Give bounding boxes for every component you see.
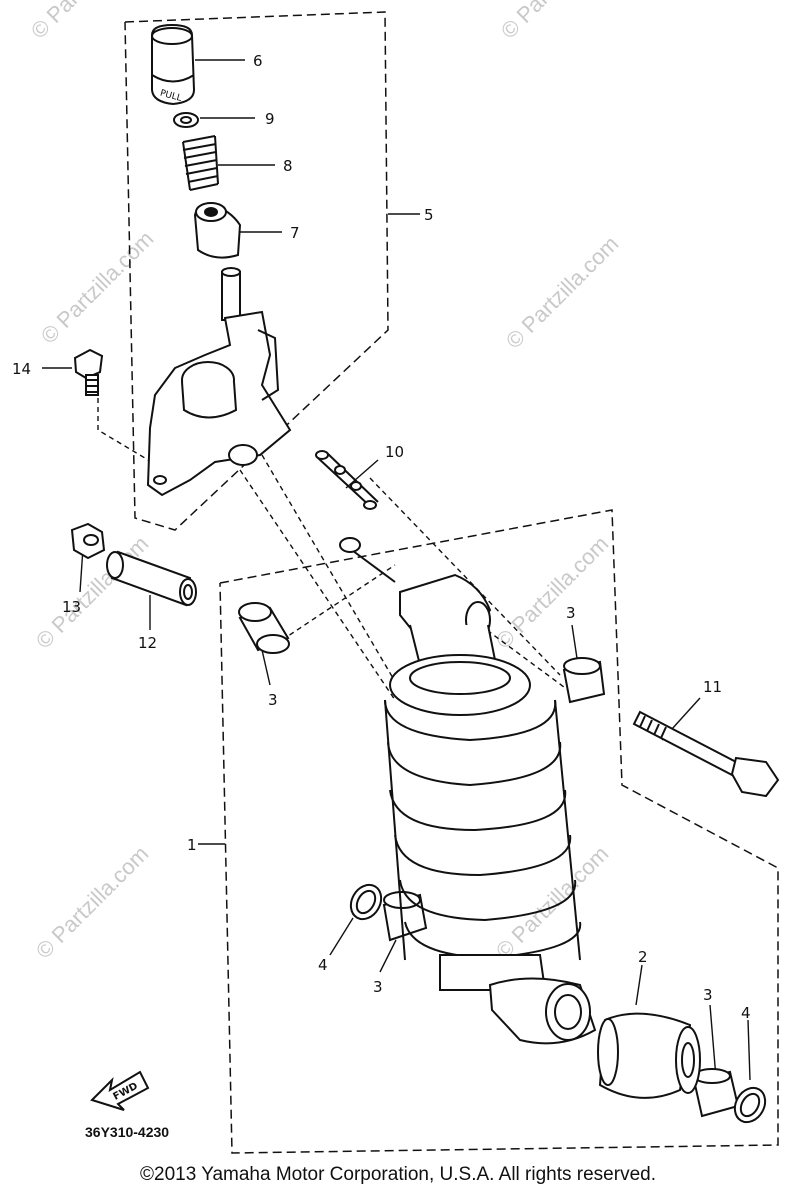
callout-11: 11: [703, 678, 722, 696]
collar-long-part: [106, 550, 197, 607]
collar-part: [382, 891, 428, 942]
bushing-part: [597, 1012, 701, 1099]
watermark: © Partzilla.com: [501, 231, 624, 354]
watermark: © Partzilla.com: [31, 841, 154, 964]
collar-part: [692, 1068, 740, 1118]
cable-part: [315, 450, 379, 510]
watermark: © Partzilla.com: [496, 0, 619, 44]
callout-10: 10: [385, 443, 404, 461]
bolt-small-part: [73, 348, 104, 396]
callout-7: 7: [290, 224, 300, 242]
callout-13: 13: [62, 598, 81, 616]
knob-part: [193, 202, 242, 259]
watermarks: © Partzilla.com © Partzilla.com © Partzi…: [26, 0, 624, 964]
callout-5: 5: [424, 206, 434, 224]
bolt-long-part: [632, 710, 780, 798]
callout-6: 6: [253, 52, 263, 70]
forward-arrow-icon: FWD: [90, 1070, 150, 1111]
callout-3: 3: [373, 978, 383, 996]
nut-part: [70, 522, 106, 560]
adjuster-body-part: [146, 267, 292, 497]
callout-4: 4: [741, 1004, 751, 1022]
callout-14: 14: [12, 360, 31, 378]
callout-8: 8: [283, 157, 293, 175]
callout-3: 3: [268, 691, 278, 709]
callout-3: 3: [703, 986, 713, 1004]
callout-4: 4: [318, 956, 328, 974]
callout-9: 9: [265, 110, 275, 128]
watermark: © Partzilla.com: [36, 226, 159, 349]
collar-part: [238, 602, 290, 654]
callout-3: 3: [566, 604, 576, 622]
callout-12: 12: [138, 634, 157, 652]
collar-part: [562, 657, 606, 704]
shock-absorber-part: [339, 537, 597, 1045]
spring-small-part: [182, 135, 219, 191]
diagram-code: 36Y310-4230: [85, 1124, 169, 1140]
callout-2: 2: [638, 948, 648, 966]
watermark: © Partzilla.com: [491, 531, 614, 654]
watermark: © Partzilla.com: [491, 841, 614, 964]
adjuster-cap-part: PULL: [151, 23, 196, 106]
assembly-5-outline: [124, 11, 389, 531]
washer-part: [173, 112, 199, 128]
callout-1: 1: [187, 836, 197, 854]
assembly-1-outline: [219, 509, 779, 1154]
callout-labels: 6 9 8 5 7 14 10 13 12 3 3 11 1 2 4 3 3 4: [12, 52, 751, 1022]
oil-seal-part: [349, 883, 383, 921]
copyright-notice: ©2013 Yamaha Motor Corporation, U.S.A. A…: [140, 1164, 656, 1185]
oil-seal-part: [733, 1086, 767, 1124]
